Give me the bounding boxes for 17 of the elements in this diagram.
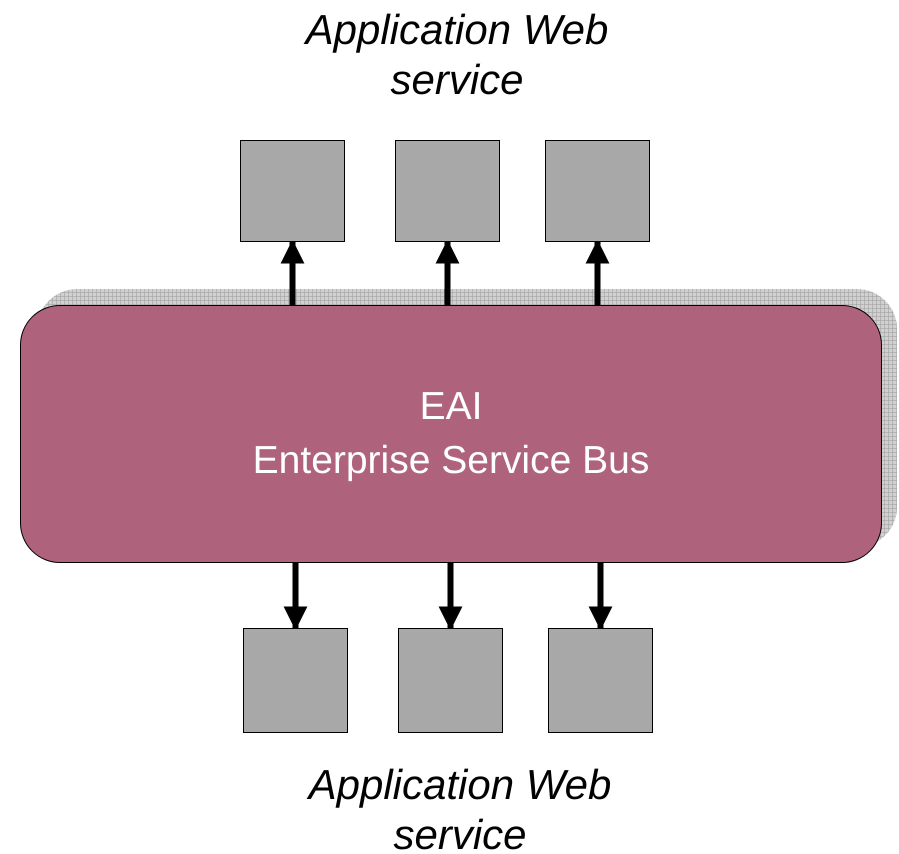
arrow (588, 563, 612, 630)
application-box (395, 140, 500, 242)
application-box (243, 628, 348, 733)
bus-label: EAI (420, 384, 482, 430)
application-box (545, 140, 650, 242)
bus-box (20, 305, 882, 563)
caption-text: Application Web service (306, 760, 612, 854)
arrow (284, 563, 308, 630)
arrow (438, 563, 462, 630)
application-box (548, 628, 653, 733)
arrow (280, 240, 304, 305)
bus-label: Enterprise Service Bus (252, 438, 650, 484)
caption-text: Application Web service (302, 5, 610, 105)
application-box (398, 628, 503, 733)
arrow (436, 240, 460, 305)
application-box (240, 140, 345, 242)
arrow (586, 240, 610, 305)
